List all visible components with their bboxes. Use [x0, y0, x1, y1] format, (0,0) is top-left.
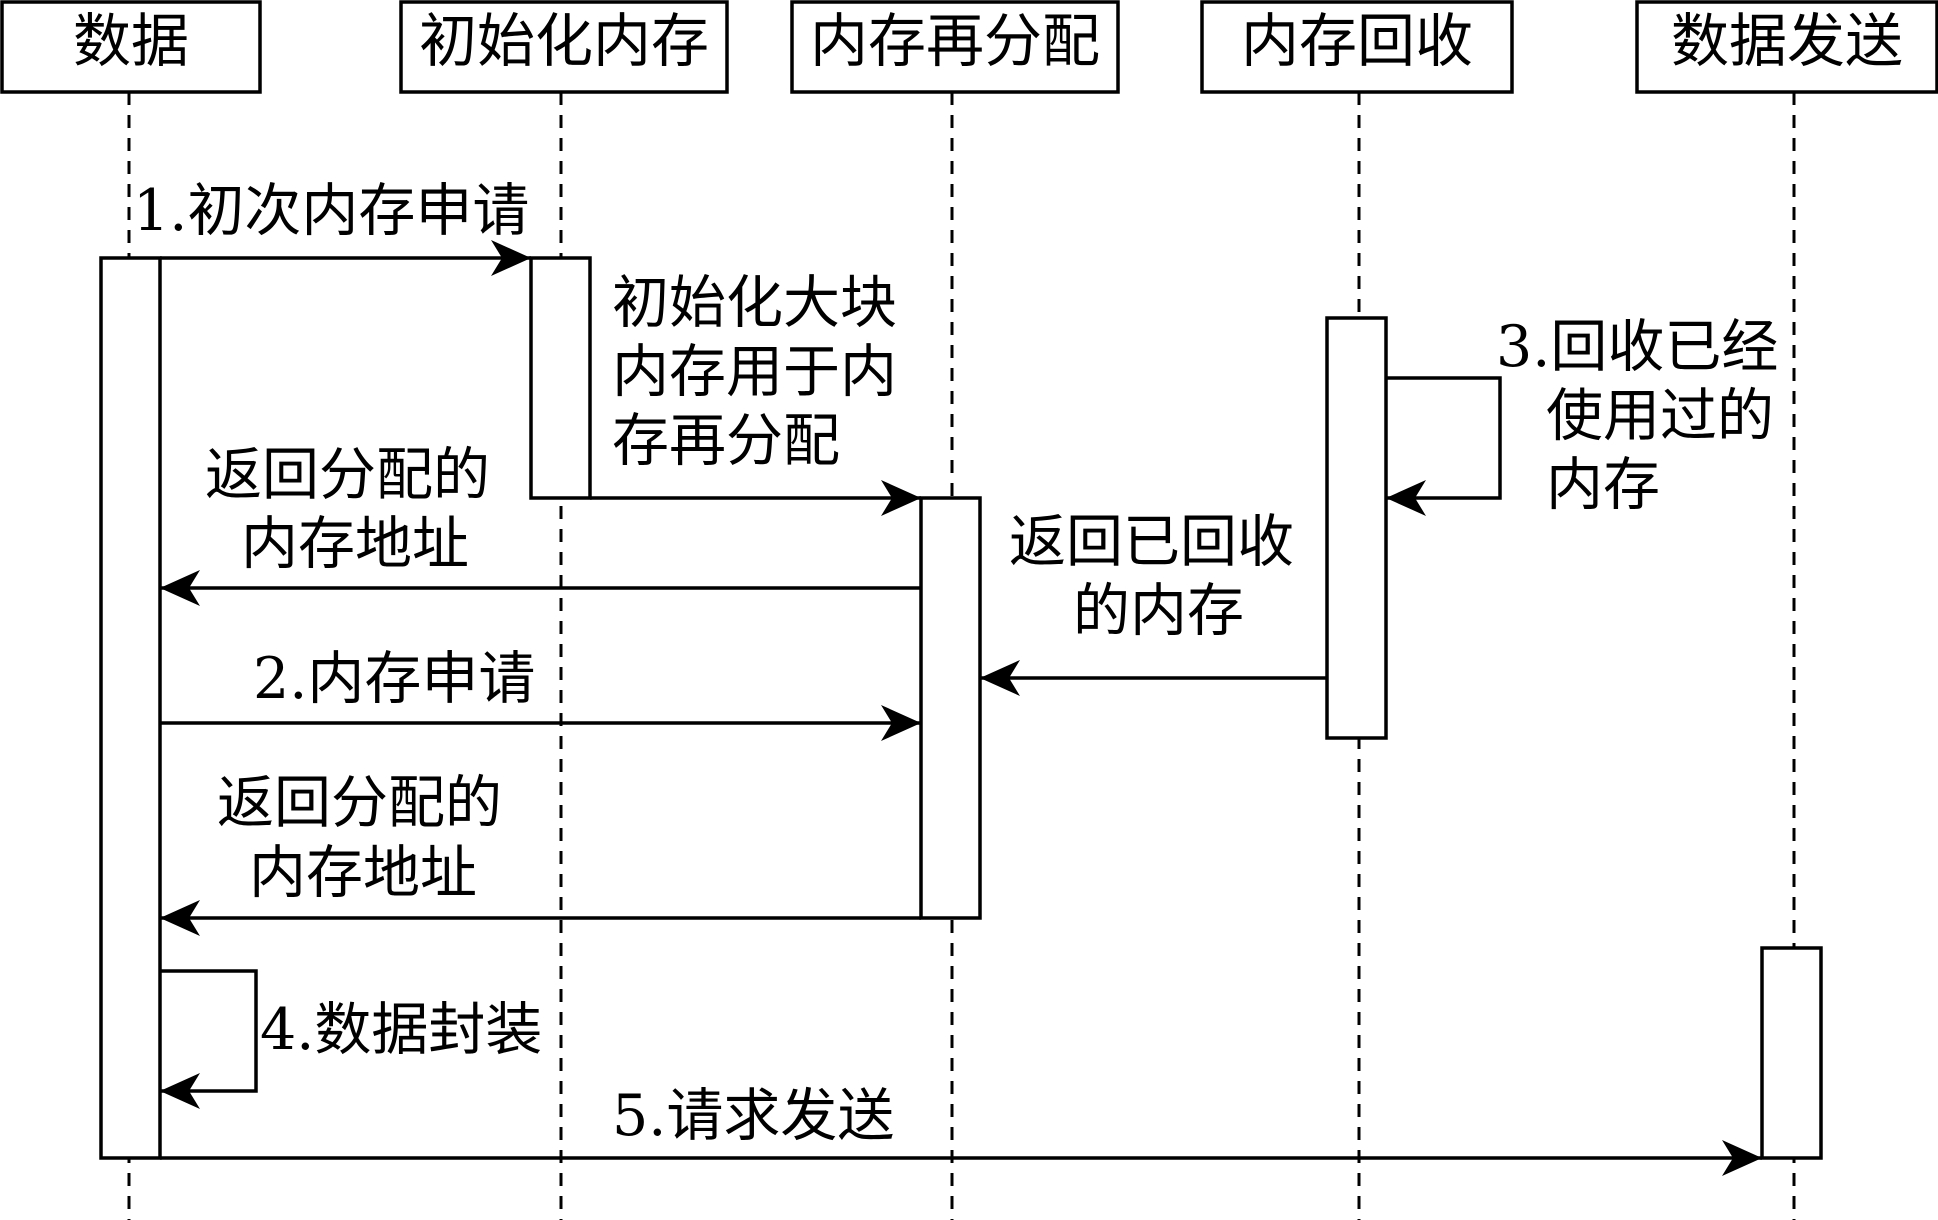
participant-memory-recycle: 内存回收 — [1200, 0, 1514, 94]
participant-init-memory: 初始化内存 — [399, 0, 729, 94]
participant-data-label: 数据 — [73, 7, 189, 75]
participant-memory-realloc-label: 内存再分配 — [810, 7, 1100, 75]
recycle-used-memory-label-line-1: 3.回收已经 — [1496, 314, 1778, 380]
participant-data-send: 数据发送 — [1635, 0, 1938, 94]
participant-data-send-label: 数据发送 — [1671, 7, 1903, 75]
init-large-block-label-line-3: 存再分配 — [612, 408, 840, 474]
recycle-used-memory-label-line-3: 内存 — [1546, 452, 1660, 518]
recycle-used-memory-label-line-2: 使用过的 — [1546, 383, 1774, 449]
msg-recycle-self-arrow — [1386, 376, 1502, 516]
msg-data-encapsulation-label: 4.数据封装 — [260, 997, 542, 1063]
return-recycled-label-line-2: 的内存 — [1073, 578, 1244, 644]
init-large-block-label-line-1: 初始化大块 — [612, 270, 897, 336]
participant-data: 数据 — [0, 0, 262, 94]
activation-data-send — [1760, 946, 1823, 1160]
activation-init-memory — [529, 256, 592, 500]
msg-data-encapsulation-self-arrow — [160, 969, 258, 1109]
msg-send-request-label: 5.请求发送 — [612, 1083, 894, 1149]
return-address-1-label-line-2: 内存地址 — [241, 511, 469, 577]
msg-memory-request-label: 2.内存申请 — [253, 646, 535, 712]
return-address-2-label-line-1: 返回分配的 — [217, 770, 502, 836]
participant-init-memory-label: 初始化内存 — [419, 7, 709, 75]
activation-data — [99, 256, 162, 1160]
init-large-block-label-line-2: 内存用于内 — [612, 339, 897, 405]
activation-memory-recycle — [1325, 316, 1388, 740]
participant-memory-realloc: 内存再分配 — [790, 0, 1120, 94]
return-recycled-label-line-1: 返回已回收 — [1009, 509, 1294, 575]
msg-initial-memory-request-label: 1.初次内存申请 — [133, 178, 529, 244]
return-address-2-label-line-2: 内存地址 — [249, 840, 477, 906]
activation-memory-realloc — [919, 496, 982, 920]
return-address-1-label-line-1: 返回分配的 — [205, 442, 490, 508]
participant-memory-recycle-label: 内存回收 — [1241, 7, 1473, 75]
